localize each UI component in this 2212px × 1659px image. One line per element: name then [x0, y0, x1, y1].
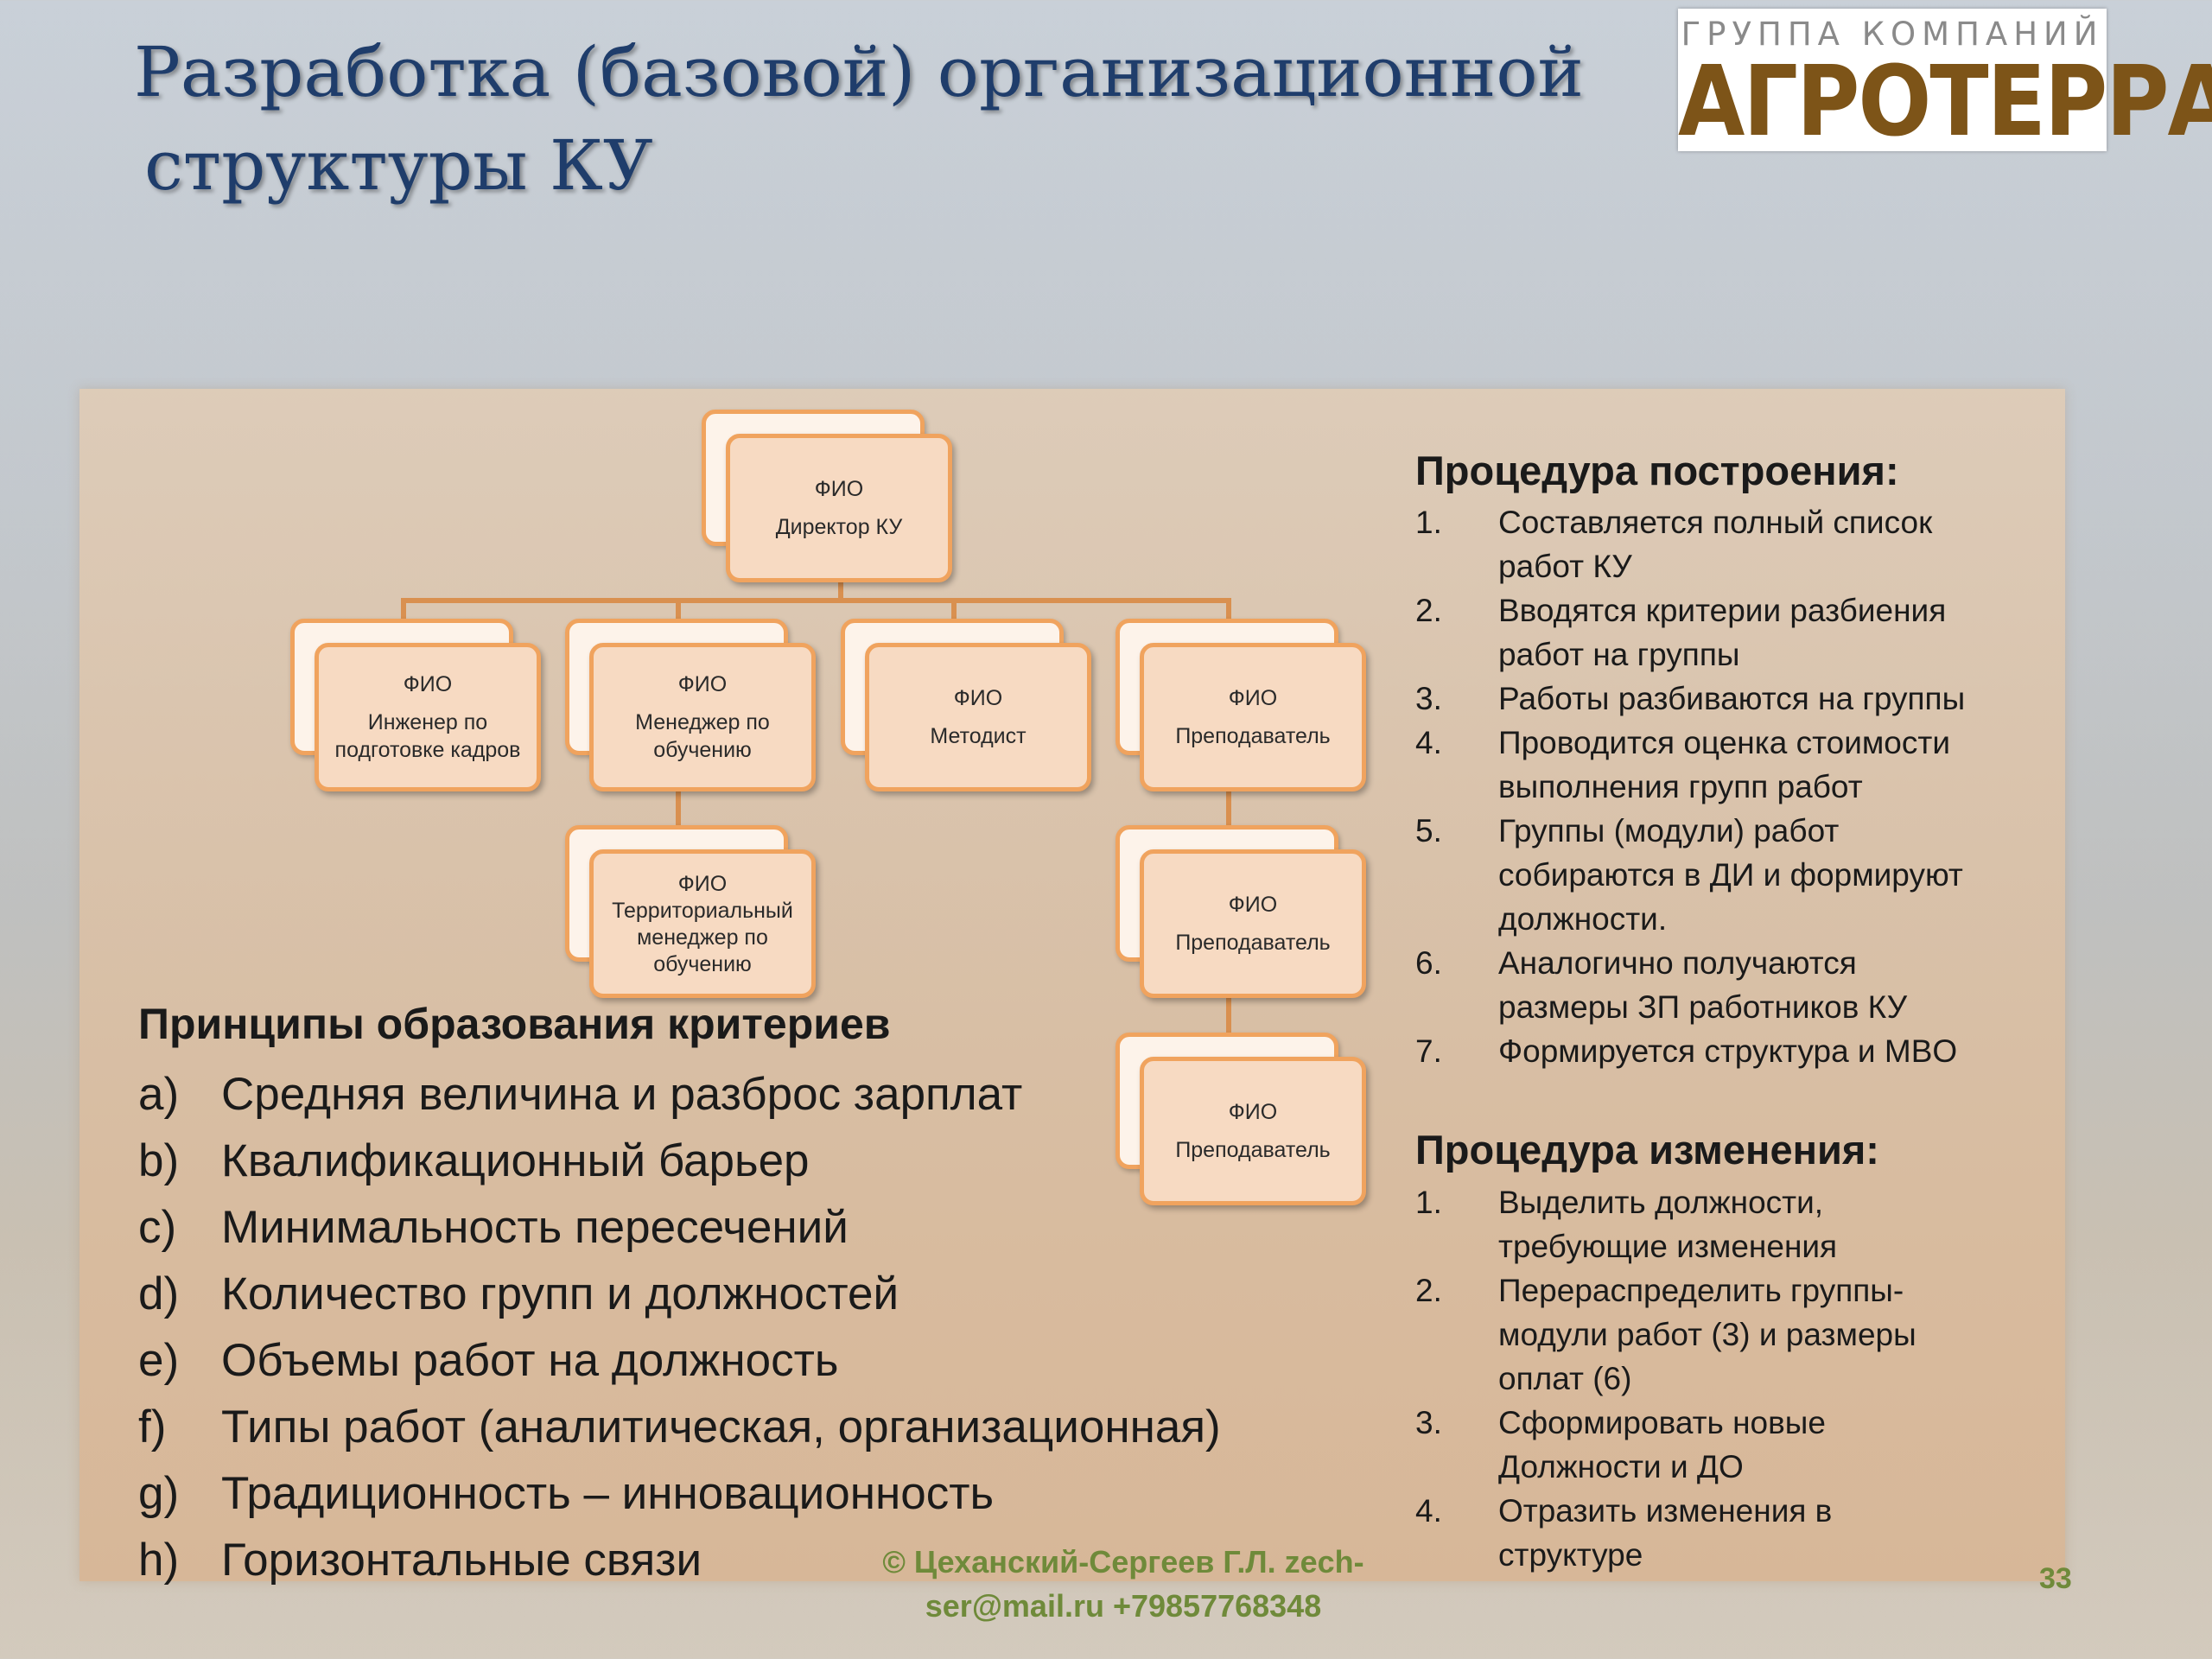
node-fio: ФИО [1228, 686, 1278, 710]
list-item: 6. Аналогично получаются размеры ЗП работ… [1415, 941, 2072, 1029]
node-fio: ФИО [1228, 893, 1278, 917]
item-text: Типы работ (аналитическая, организационн… [221, 1402, 1221, 1452]
list-item: 2. Перераспределить группы- модули работ … [1415, 1268, 2072, 1401]
org-node-director: ФИО Директор КУ [702, 410, 952, 582]
node-role: Преподаватель [1175, 724, 1331, 748]
node-fio: ФИО [953, 686, 1003, 710]
list-item: h) Горизонтальные связи [138, 1527, 1221, 1593]
list-item: e) Объемы работ на должность [138, 1327, 1221, 1394]
slide-title-line1: Разработка (базовой) организационной [134, 32, 1584, 112]
node-fio: ФИО [1228, 1100, 1278, 1124]
node-role: Менеджер по обучению [635, 710, 770, 762]
slide-title-line2: структуры КУ [144, 125, 653, 206]
item-text: Выделить должности, требующие изменения [1498, 1185, 1838, 1264]
change-procedure-list: 1. Выделить должности, требующие изменени… [1415, 1180, 2072, 1577]
item-text: Объемы работ на должность [221, 1335, 839, 1386]
item-number: 1. [1415, 1185, 1442, 1220]
list-item: d) Количество групп и должностей [138, 1261, 1221, 1327]
item-text: Формируется структура и MBO [1498, 1033, 1958, 1069]
org-node-teacher-3: ФИО Преподаватель [1116, 1033, 1366, 1205]
item-marker: b) [138, 1135, 180, 1186]
principles-title: Принципы образования критериев [138, 1000, 891, 1048]
build-procedure-list: 1. Составляется полный список работ КУ 2.… [1415, 500, 2072, 1073]
item-number: 3. [1415, 681, 1442, 716]
item-marker: e) [138, 1335, 180, 1386]
item-number: 7. [1415, 1033, 1442, 1069]
list-item: f) Типы работ (аналитическая, организацио… [138, 1394, 1221, 1460]
item-number: 2. [1415, 1273, 1442, 1308]
item-marker: d) [138, 1268, 180, 1319]
list-item: c) Минимальность пересечений [138, 1194, 1221, 1261]
build-procedure-title: Процедура построения: [1415, 448, 1899, 493]
node-fio: ФИО [677, 871, 728, 896]
node-role: Преподаватель [1175, 1138, 1331, 1162]
item-number: 2. [1415, 593, 1442, 628]
list-item: 4. Проводится оценка стоимости выполнения… [1415, 721, 2072, 809]
logo-main-text: АГРОТЕРРА [1678, 44, 2212, 158]
node-role: Методист [930, 724, 1027, 748]
org-node-engineer: ФИО Инженер по подготовке кадров [290, 619, 541, 791]
item-text: Перераспределить группы- модули работ (3… [1498, 1273, 1916, 1396]
item-text: Вводятся критерии разбиения работ на гру… [1498, 593, 1947, 672]
list-item: 4. Отразить изменения в структуре [1415, 1489, 2072, 1577]
item-marker: f) [138, 1402, 167, 1452]
org-node-manager: ФИО Менеджер по обучению [565, 619, 816, 791]
slide-title: Разработка (базовой) организационной стр… [134, 26, 1584, 213]
item-text: Отразить изменения в структуре [1498, 1493, 1833, 1573]
page-number: 33 [2039, 1562, 2072, 1595]
org-node-territorial-manager: ФИО Территориальный менеджер по обучению [565, 825, 816, 998]
list-item: b) Квалификационный барьер [138, 1128, 1221, 1194]
list-item: 7. Формируется структура и MBO [1415, 1029, 2072, 1073]
item-number: 4. [1415, 1493, 1442, 1529]
item-text: Проводится оценка стоимости выполнения г… [1498, 725, 1950, 804]
node-fio: ФИО [814, 477, 864, 501]
list-item: g) Традиционность – инновационность [138, 1460, 1221, 1527]
item-number: 1. [1415, 505, 1442, 540]
item-text: Минимальность пересечений [221, 1202, 849, 1253]
item-number: 5. [1415, 813, 1442, 849]
company-logo: ГРУППА КОМПАНИЙ АГРОТЕРРА [1678, 9, 2212, 158]
change-procedure-title: Процедура изменения: [1415, 1127, 1879, 1173]
org-node-methodist: ФИО Методист [841, 619, 1091, 791]
list-item: a) Средняя величина и разброс зарплат [138, 1061, 1221, 1128]
item-text: Квалификационный барьер [221, 1135, 810, 1186]
list-item: 2. Вводятся критерии разбиения работ на г… [1415, 588, 2072, 677]
item-text: Аналогично получаются размеры ЗП работни… [1498, 945, 1908, 1025]
item-number: 6. [1415, 945, 1442, 981]
node-role: Территориальный менеджер по обучению [612, 898, 793, 976]
item-text: Составляется полный список работ КУ [1498, 505, 1933, 584]
item-text: Сформировать новые Должности и ДО [1498, 1405, 1826, 1484]
node-role: Директор КУ [775, 515, 903, 539]
node-role: Преподаватель [1175, 931, 1331, 955]
org-node-teacher-1: ФИО Преподаватель [1116, 619, 1366, 791]
list-item: 1. Составляется полный список работ КУ [1415, 500, 2072, 588]
list-item: 1. Выделить должности, требующие изменени… [1415, 1180, 2072, 1268]
item-marker: c) [138, 1202, 177, 1253]
list-item: 5. Группы (модули) работ собираются в ДИ … [1415, 809, 2072, 941]
content-panel [79, 389, 2065, 1581]
item-marker: g) [138, 1468, 180, 1519]
item-number: 4. [1415, 725, 1442, 760]
node-fio: ФИО [677, 672, 728, 696]
list-item: 3. Сформировать новые Должности и ДО [1415, 1401, 2072, 1489]
node-fio: ФИО [403, 672, 453, 696]
item-marker: h) [138, 1535, 180, 1586]
item-marker: a) [138, 1069, 180, 1120]
item-text: Работы разбиваются на группы [1498, 681, 1966, 716]
item-text: Горизонтальные связи [221, 1535, 702, 1586]
org-node-teacher-2: ФИО Преподаватель [1116, 825, 1366, 998]
item-text: Средняя величина и разброс зарплат [221, 1069, 1023, 1120]
item-text: Группы (модули) работ собираются в ДИ и … [1498, 813, 1963, 937]
principles-list: a) Средняя величина и разброс зарплат b) К… [138, 1061, 1221, 1593]
item-number: 3. [1415, 1405, 1442, 1440]
node-role: Инженер по подготовке кадров [334, 710, 521, 762]
copyright-footer: © Цеханский-Сергеев Г.Л. zech- ser@mail.… [882, 1544, 1364, 1624]
list-item: 3. Работы разбиваются на группы [1415, 677, 2072, 721]
item-text: Количество групп и должностей [221, 1268, 899, 1319]
logo-top-text: ГРУППА КОМПАНИЙ [1681, 16, 2104, 53]
item-text: Традиционность – инновационность [221, 1468, 995, 1519]
